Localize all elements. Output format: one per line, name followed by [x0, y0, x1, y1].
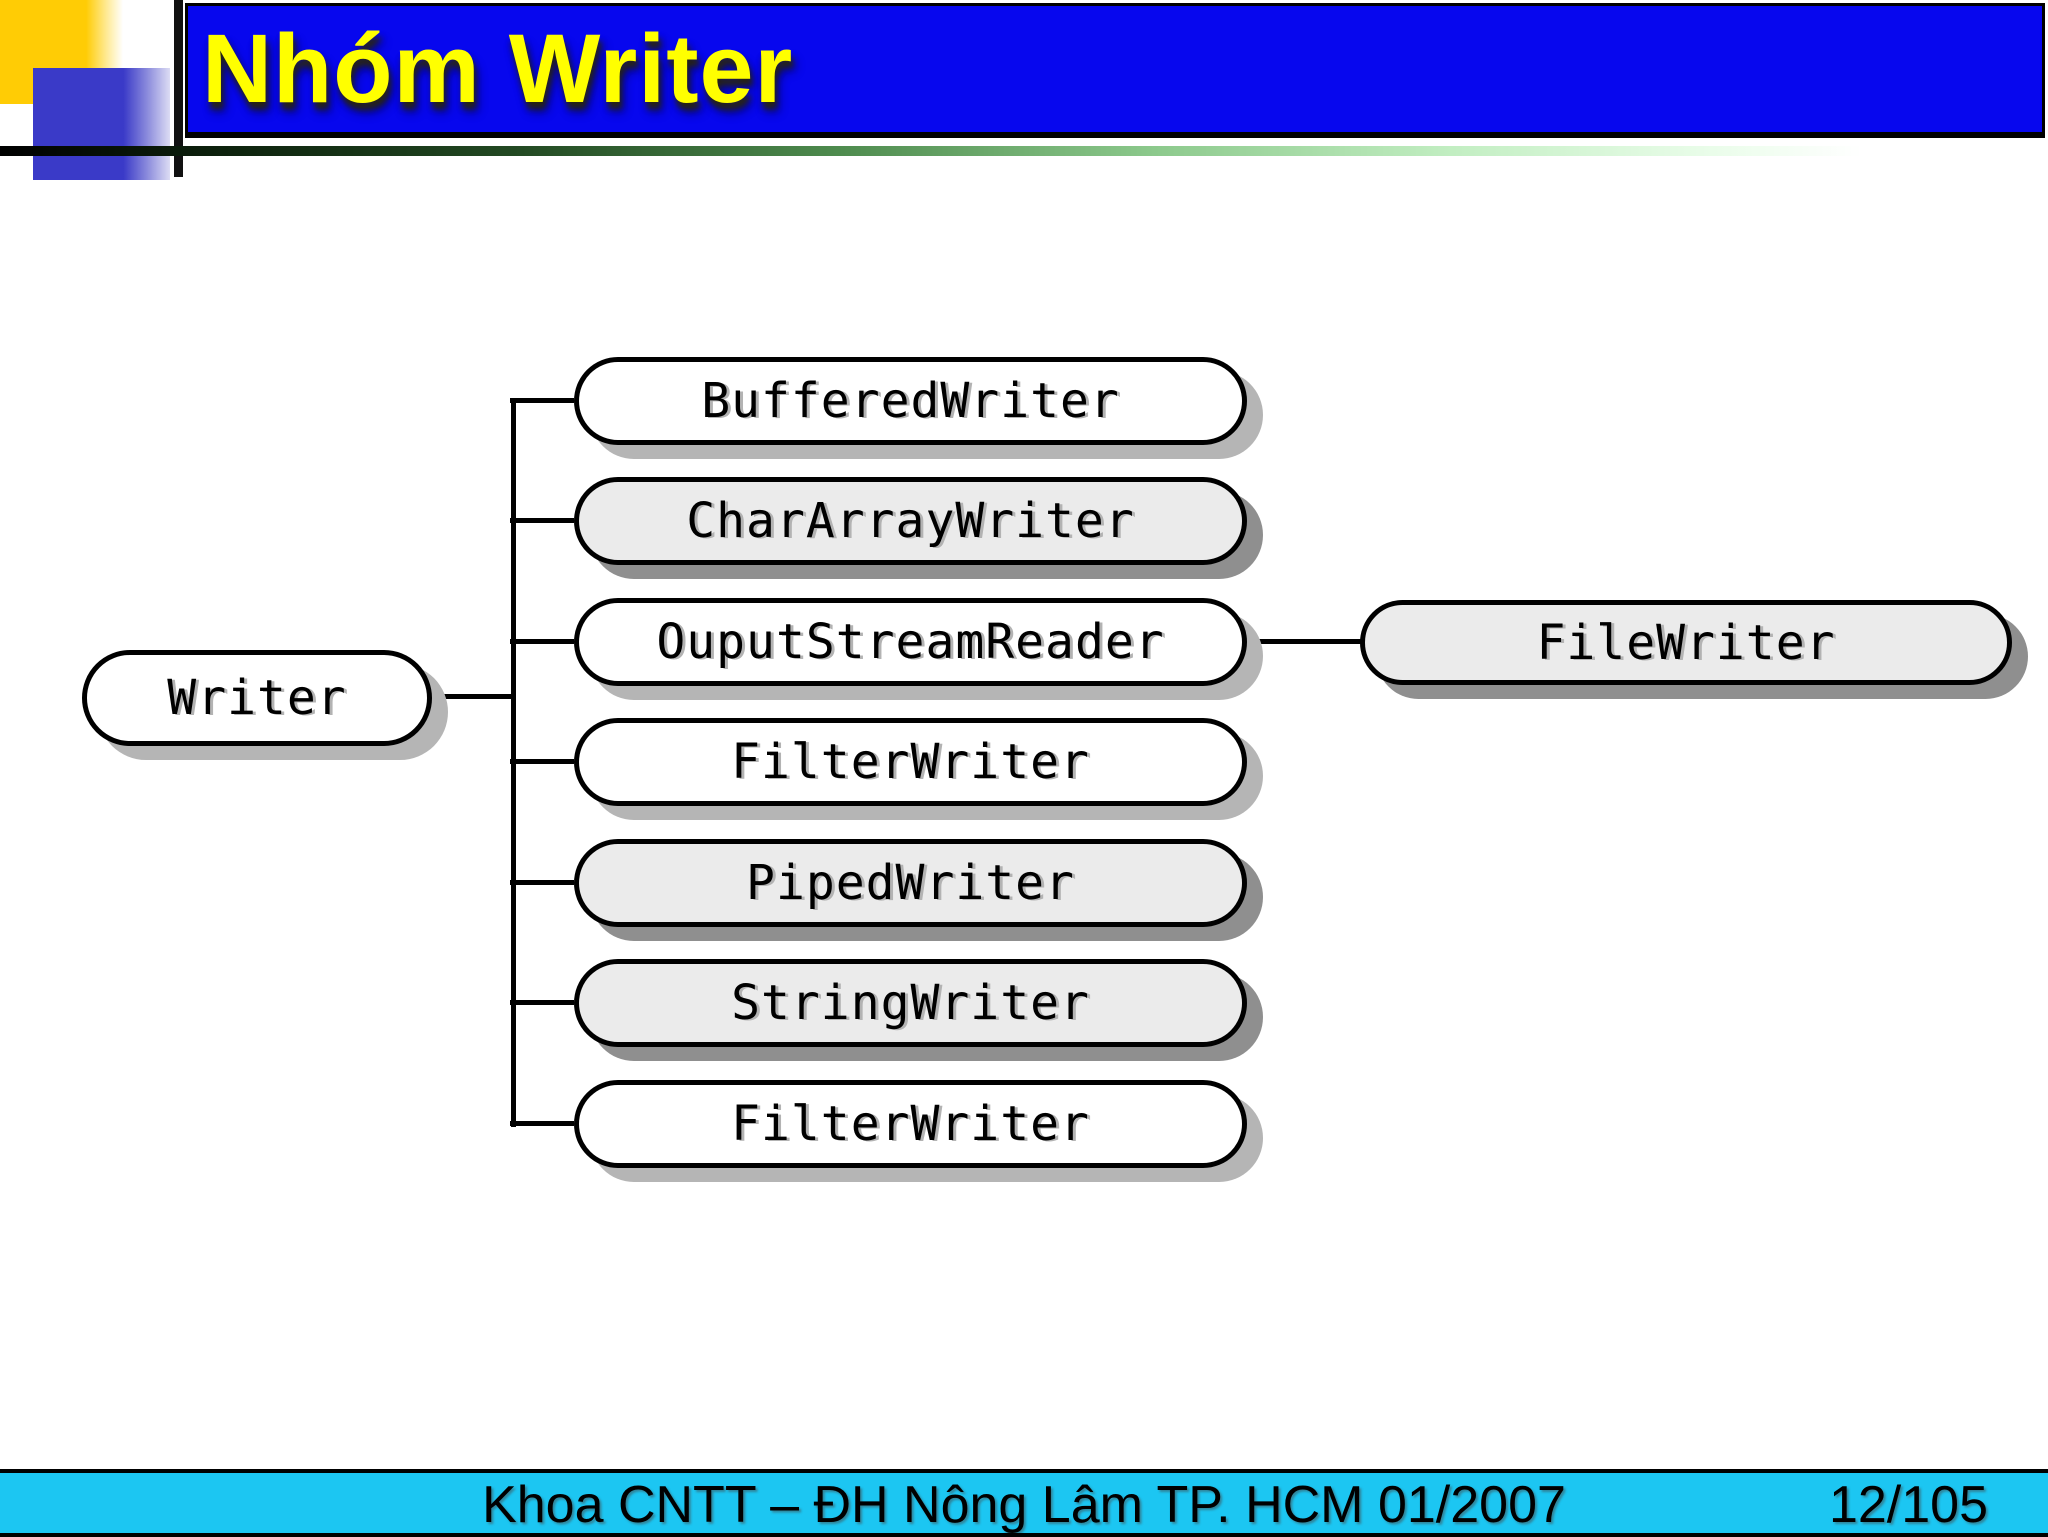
node-writer: Writer: [82, 650, 432, 746]
node-label: BufferedWriter: [701, 373, 1120, 429]
diagram-row: OuputStreamReader: [510, 598, 1247, 686]
slide-title: Nhóm Writer: [202, 14, 794, 123]
footer-credit: Khoa CNTT – ĐH Nông Lâm TP. HCM 01/2007: [482, 1475, 1566, 1534]
diagram-row: FilterWriter: [510, 1080, 1247, 1168]
node-label: CharArrayWriter: [686, 493, 1135, 549]
diagram-row: BufferedWriter: [510, 357, 1247, 445]
diagram-row: StringWriter: [510, 959, 1247, 1047]
connector-stub: [510, 759, 574, 764]
node-label: OuputStreamReader: [656, 614, 1165, 670]
connector-stub: [510, 880, 574, 885]
node-ouputstreamreader: OuputStreamReader: [574, 598, 1247, 686]
node-stringwriter: StringWriter: [574, 959, 1247, 1047]
connector-stub: [510, 639, 574, 644]
footer-bar: Khoa CNTT – ĐH Nông Lâm TP. HCM 01/2007 …: [0, 1469, 2048, 1537]
diagram-row: FilterWriter: [510, 718, 1247, 806]
node-filterwriter-1: FilterWriter: [574, 718, 1247, 806]
node-label: FilterWriter: [731, 1096, 1090, 1152]
decor-vertical-line: [174, 0, 183, 177]
title-underline: [0, 146, 1862, 156]
page-number: 12/105: [1828, 1475, 1988, 1534]
connector-stub: [510, 1121, 574, 1126]
connector-filewriter-arm: [1245, 639, 1363, 644]
diagram-row: CharArrayWriter: [510, 477, 1247, 565]
diagram-row: PipedWriter: [510, 839, 1247, 927]
node-label: PipedWriter: [746, 855, 1075, 911]
node-filewriter-label: FileWriter: [1536, 614, 1836, 671]
decor-blue-square: [33, 68, 170, 180]
connector-stub: [510, 518, 574, 523]
node-label: FilterWriter: [731, 734, 1090, 790]
footer-inner-line: [0, 1533, 2048, 1537]
node-filewriter: FileWriter: [1360, 600, 2012, 685]
node-writer-label: Writer: [167, 670, 347, 726]
connector-writer-arm: [430, 694, 515, 699]
node-bufferedwriter: BufferedWriter: [574, 357, 1247, 445]
node-filterwriter-2: FilterWriter: [574, 1080, 1247, 1168]
node-label: StringWriter: [731, 975, 1090, 1031]
connector-stub: [510, 1000, 574, 1005]
title-bar: Nhóm Writer: [185, 3, 2045, 138]
node-chararraywriter: CharArrayWriter: [574, 477, 1247, 565]
node-pipedwriter: PipedWriter: [574, 839, 1247, 927]
connector-stub: [510, 398, 574, 403]
